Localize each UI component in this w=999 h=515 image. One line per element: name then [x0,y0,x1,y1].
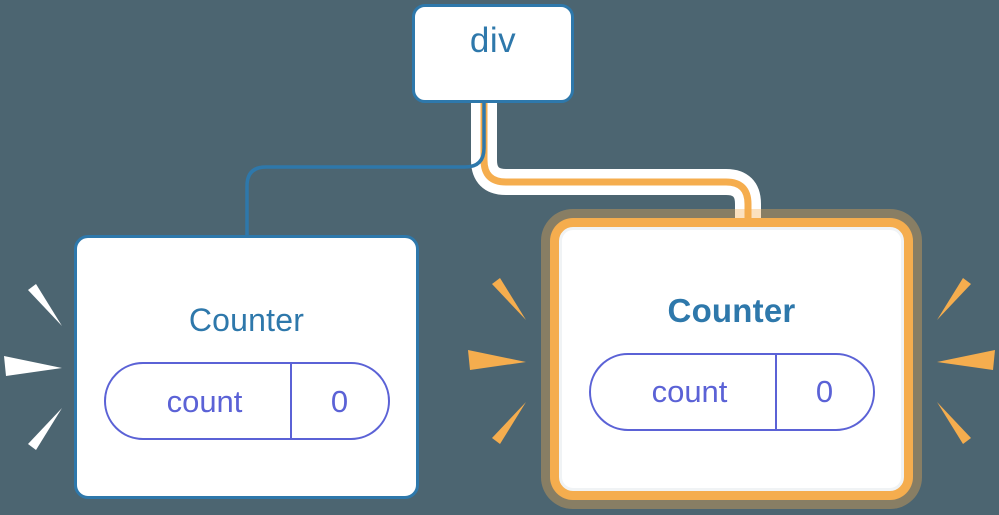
edge-highlighted-halo [471,100,761,246]
node-counter-plain[interactable]: Counter count 0 [74,235,419,499]
edge-div-to-counter-highlighted [471,100,761,246]
state-pill-value: 0 [289,364,388,438]
state-pill-count-plain: count 0 [103,362,390,440]
node-div[interactable]: div [412,4,574,103]
edge-div-to-counter-plain [245,103,486,240]
state-pill-key: count [651,374,728,409]
state-pill-key: count [166,383,243,419]
node-counter-highlighted-label: Counter [667,291,796,329]
node-counter-plain-label: Counter [188,302,305,338]
state-pill-value: 0 [774,354,873,429]
state-pill-count-highlighted: count 0 [588,352,875,431]
node-div-label: div [469,21,517,60]
node-counter-highlighted[interactable]: Counter count 0 [559,227,904,491]
edge-highlighted-line [480,100,752,246]
